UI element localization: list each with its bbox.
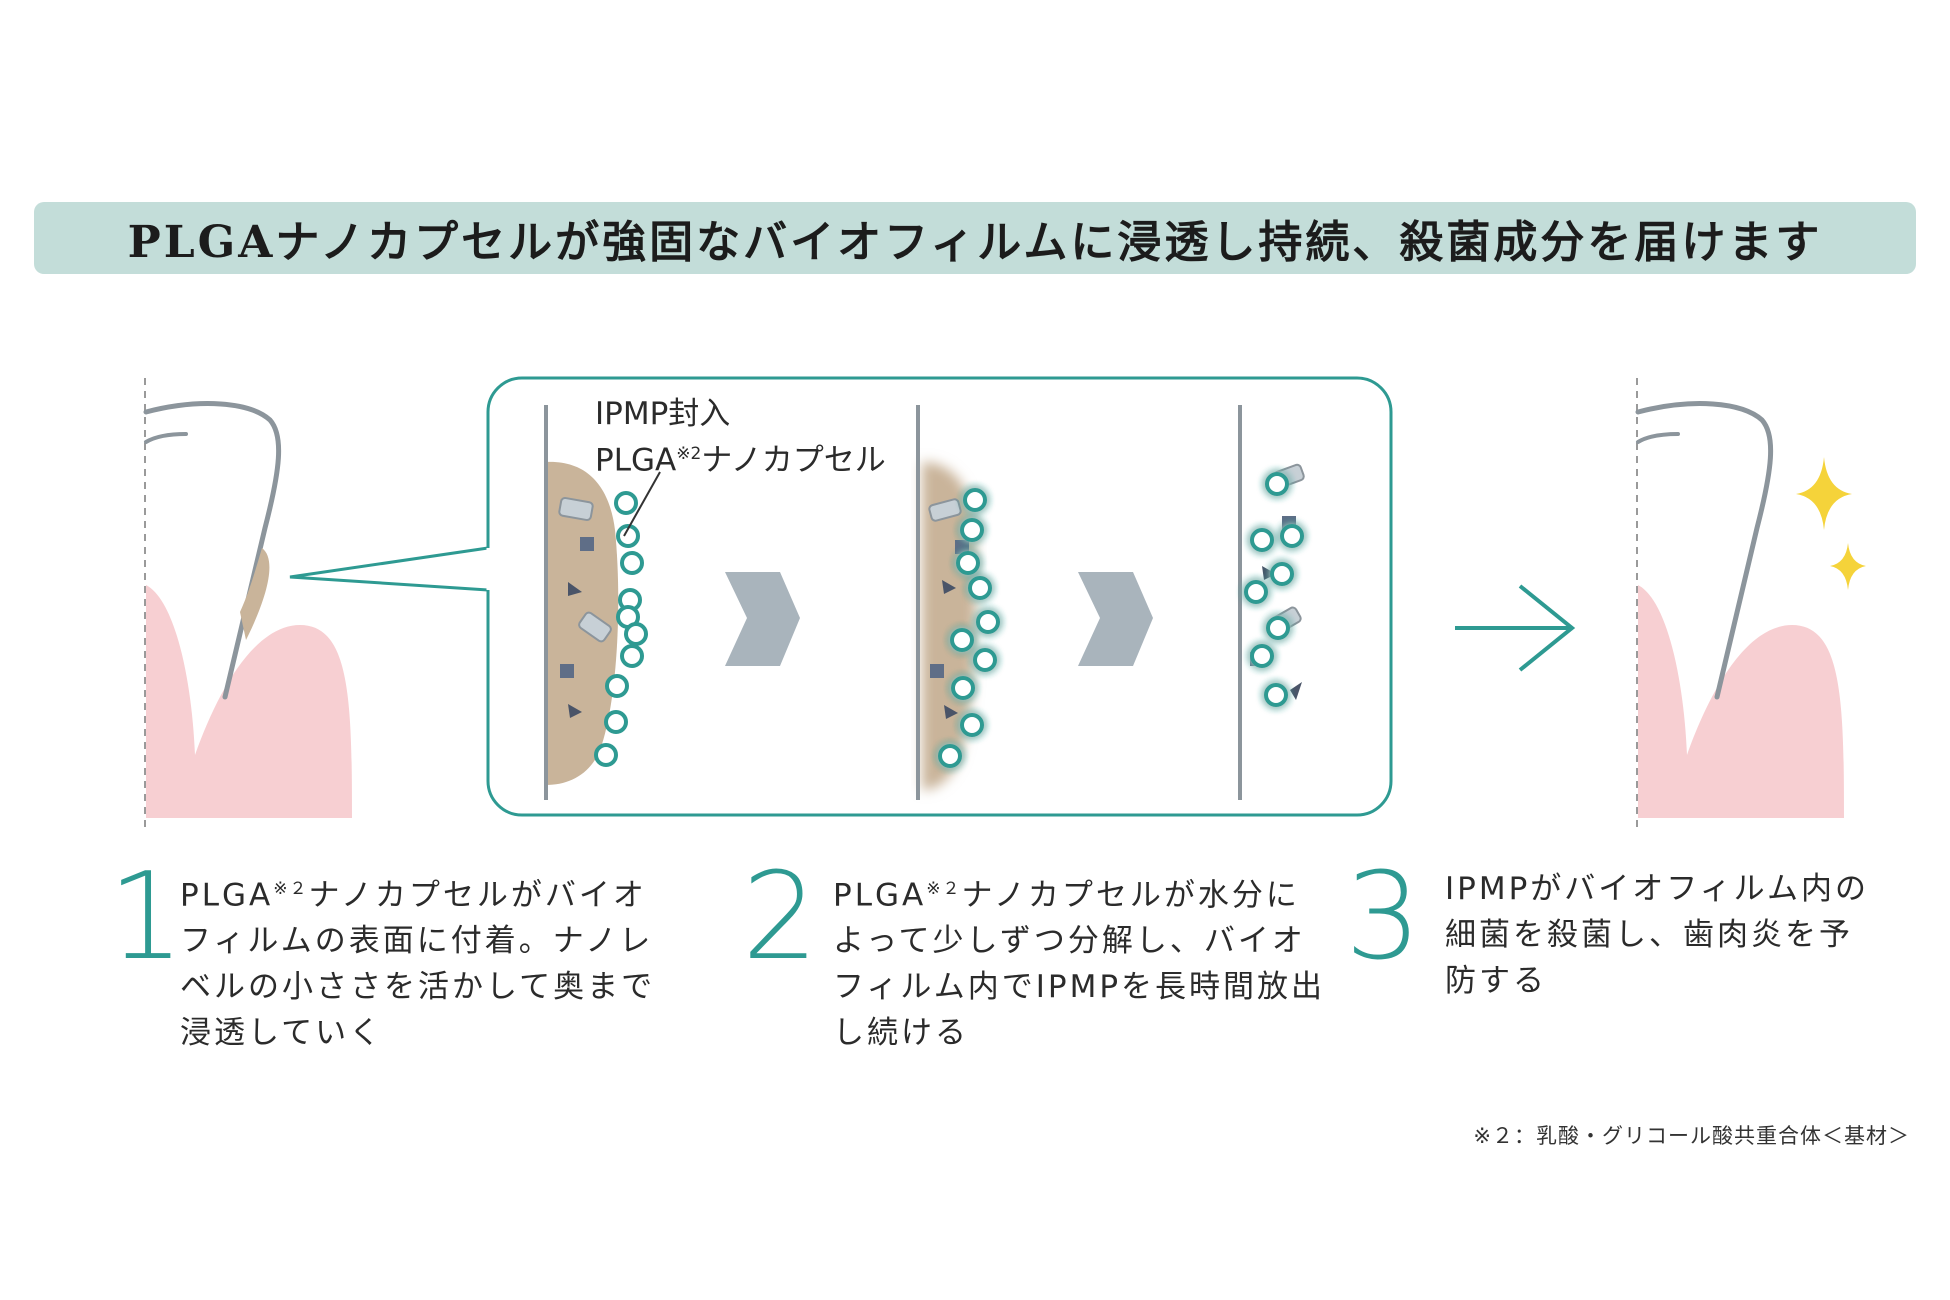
bacteria-square <box>955 540 969 554</box>
step-2-number: 2 <box>742 848 819 987</box>
nanocapsule-group <box>594 491 648 767</box>
page-title: PLGAナノカプセルが強固なバイオフィルムに浸透し持続、殺菌成分を届けます <box>127 217 1823 268</box>
nanocapsule <box>938 744 962 768</box>
nanocapsule <box>976 610 1000 634</box>
footnote: ※２：乳酸・グリコール酸共重合体＜基材＞ <box>1473 1124 1910 1148</box>
nanocapsule <box>1244 580 1268 604</box>
chevron-right-icon <box>1078 572 1153 666</box>
zoom-panel <box>486 376 1393 817</box>
capsule-label-line2: PLGA※2ナノカプセル <box>595 442 886 479</box>
capsule-label-line1: IPMP封入 <box>595 396 731 432</box>
step-1-number: 1 <box>108 848 185 987</box>
nanocapsule <box>594 743 618 767</box>
step-1-text: PLGA※２ナノカプセルがバイオ フィルムの表面に付着。ナノレ ベルの小ささを活… <box>180 877 656 1052</box>
nanocapsule <box>963 488 987 512</box>
title-banner: PLGAナノカプセルが強固なバイオフィルムに浸透し持続、殺菌成分を届けます <box>34 202 1916 274</box>
sparkle-icon <box>1830 543 1866 590</box>
sparkle-icon <box>1796 457 1852 530</box>
nanocapsule <box>1280 524 1304 548</box>
nanocapsule <box>1265 472 1289 496</box>
nanocapsule <box>1270 562 1294 586</box>
bacteria-square <box>560 664 574 678</box>
plaque-deposit <box>240 548 270 640</box>
bacteria-rod <box>578 611 612 643</box>
stage-1-surface <box>544 405 661 800</box>
nanocapsule <box>1250 528 1274 552</box>
bacteria-square <box>930 664 944 678</box>
nanocapsule <box>624 622 648 646</box>
nanocapsule-group <box>938 488 1000 768</box>
bacteria-triangle <box>1262 566 1276 580</box>
capsule-label: IPMP封入 PLGA※2ナノカプセル <box>595 394 886 480</box>
nanocapsule <box>1250 644 1274 668</box>
bacteria-triangle <box>568 582 582 596</box>
nanocapsule <box>960 518 984 542</box>
nanocapsule <box>1264 683 1288 707</box>
nanocapsule <box>968 576 992 600</box>
nanocapsule <box>956 551 980 575</box>
stage-3-sterilize <box>1238 405 1305 800</box>
bacteria-triangle <box>942 580 956 594</box>
step-3-text: IPMPがバイオフィルム内の 細菌を殺菌し、歯肉炎を予 防する <box>1445 871 1870 999</box>
nanocapsule <box>620 644 644 668</box>
nanocapsule <box>614 491 638 515</box>
nanocapsule <box>950 628 974 652</box>
gum-shape <box>146 585 352 818</box>
label-leader-line <box>623 471 661 537</box>
bacteria-rod <box>928 498 962 522</box>
tooth-before <box>143 378 352 828</box>
nanocapsule <box>973 648 997 672</box>
bacteria-square <box>580 537 594 551</box>
nanocapsule <box>620 551 644 575</box>
gum-shape <box>1638 585 1844 818</box>
tooth-outline <box>1635 401 1774 700</box>
step-2-text: PLGA※２ナノカプセルが水分に よって少しずつ分解し、バイオ フィルム内でIP… <box>833 877 1326 1052</box>
nanocapsule <box>616 524 640 548</box>
tooth-after <box>1635 378 1866 828</box>
bacteria-triangle <box>944 705 958 719</box>
callout-pointer <box>289 546 489 592</box>
bacteria-triangle <box>1290 682 1302 700</box>
nanocapsule <box>960 713 984 737</box>
nanocapsule <box>1266 616 1290 640</box>
bacteria-rod <box>558 496 594 522</box>
bacteria-triangle <box>568 704 582 718</box>
arrow-right-icon <box>1455 584 1576 672</box>
nanocapsule <box>605 674 629 698</box>
chevron-right-icon <box>725 572 800 666</box>
nanocapsule <box>951 676 975 700</box>
nanocapsule <box>604 710 628 734</box>
stage-2-degrade <box>916 405 1000 800</box>
nanocapsule-group <box>1244 472 1304 707</box>
step-3-number: 3 <box>1345 848 1422 987</box>
tooth-outline <box>143 401 282 700</box>
